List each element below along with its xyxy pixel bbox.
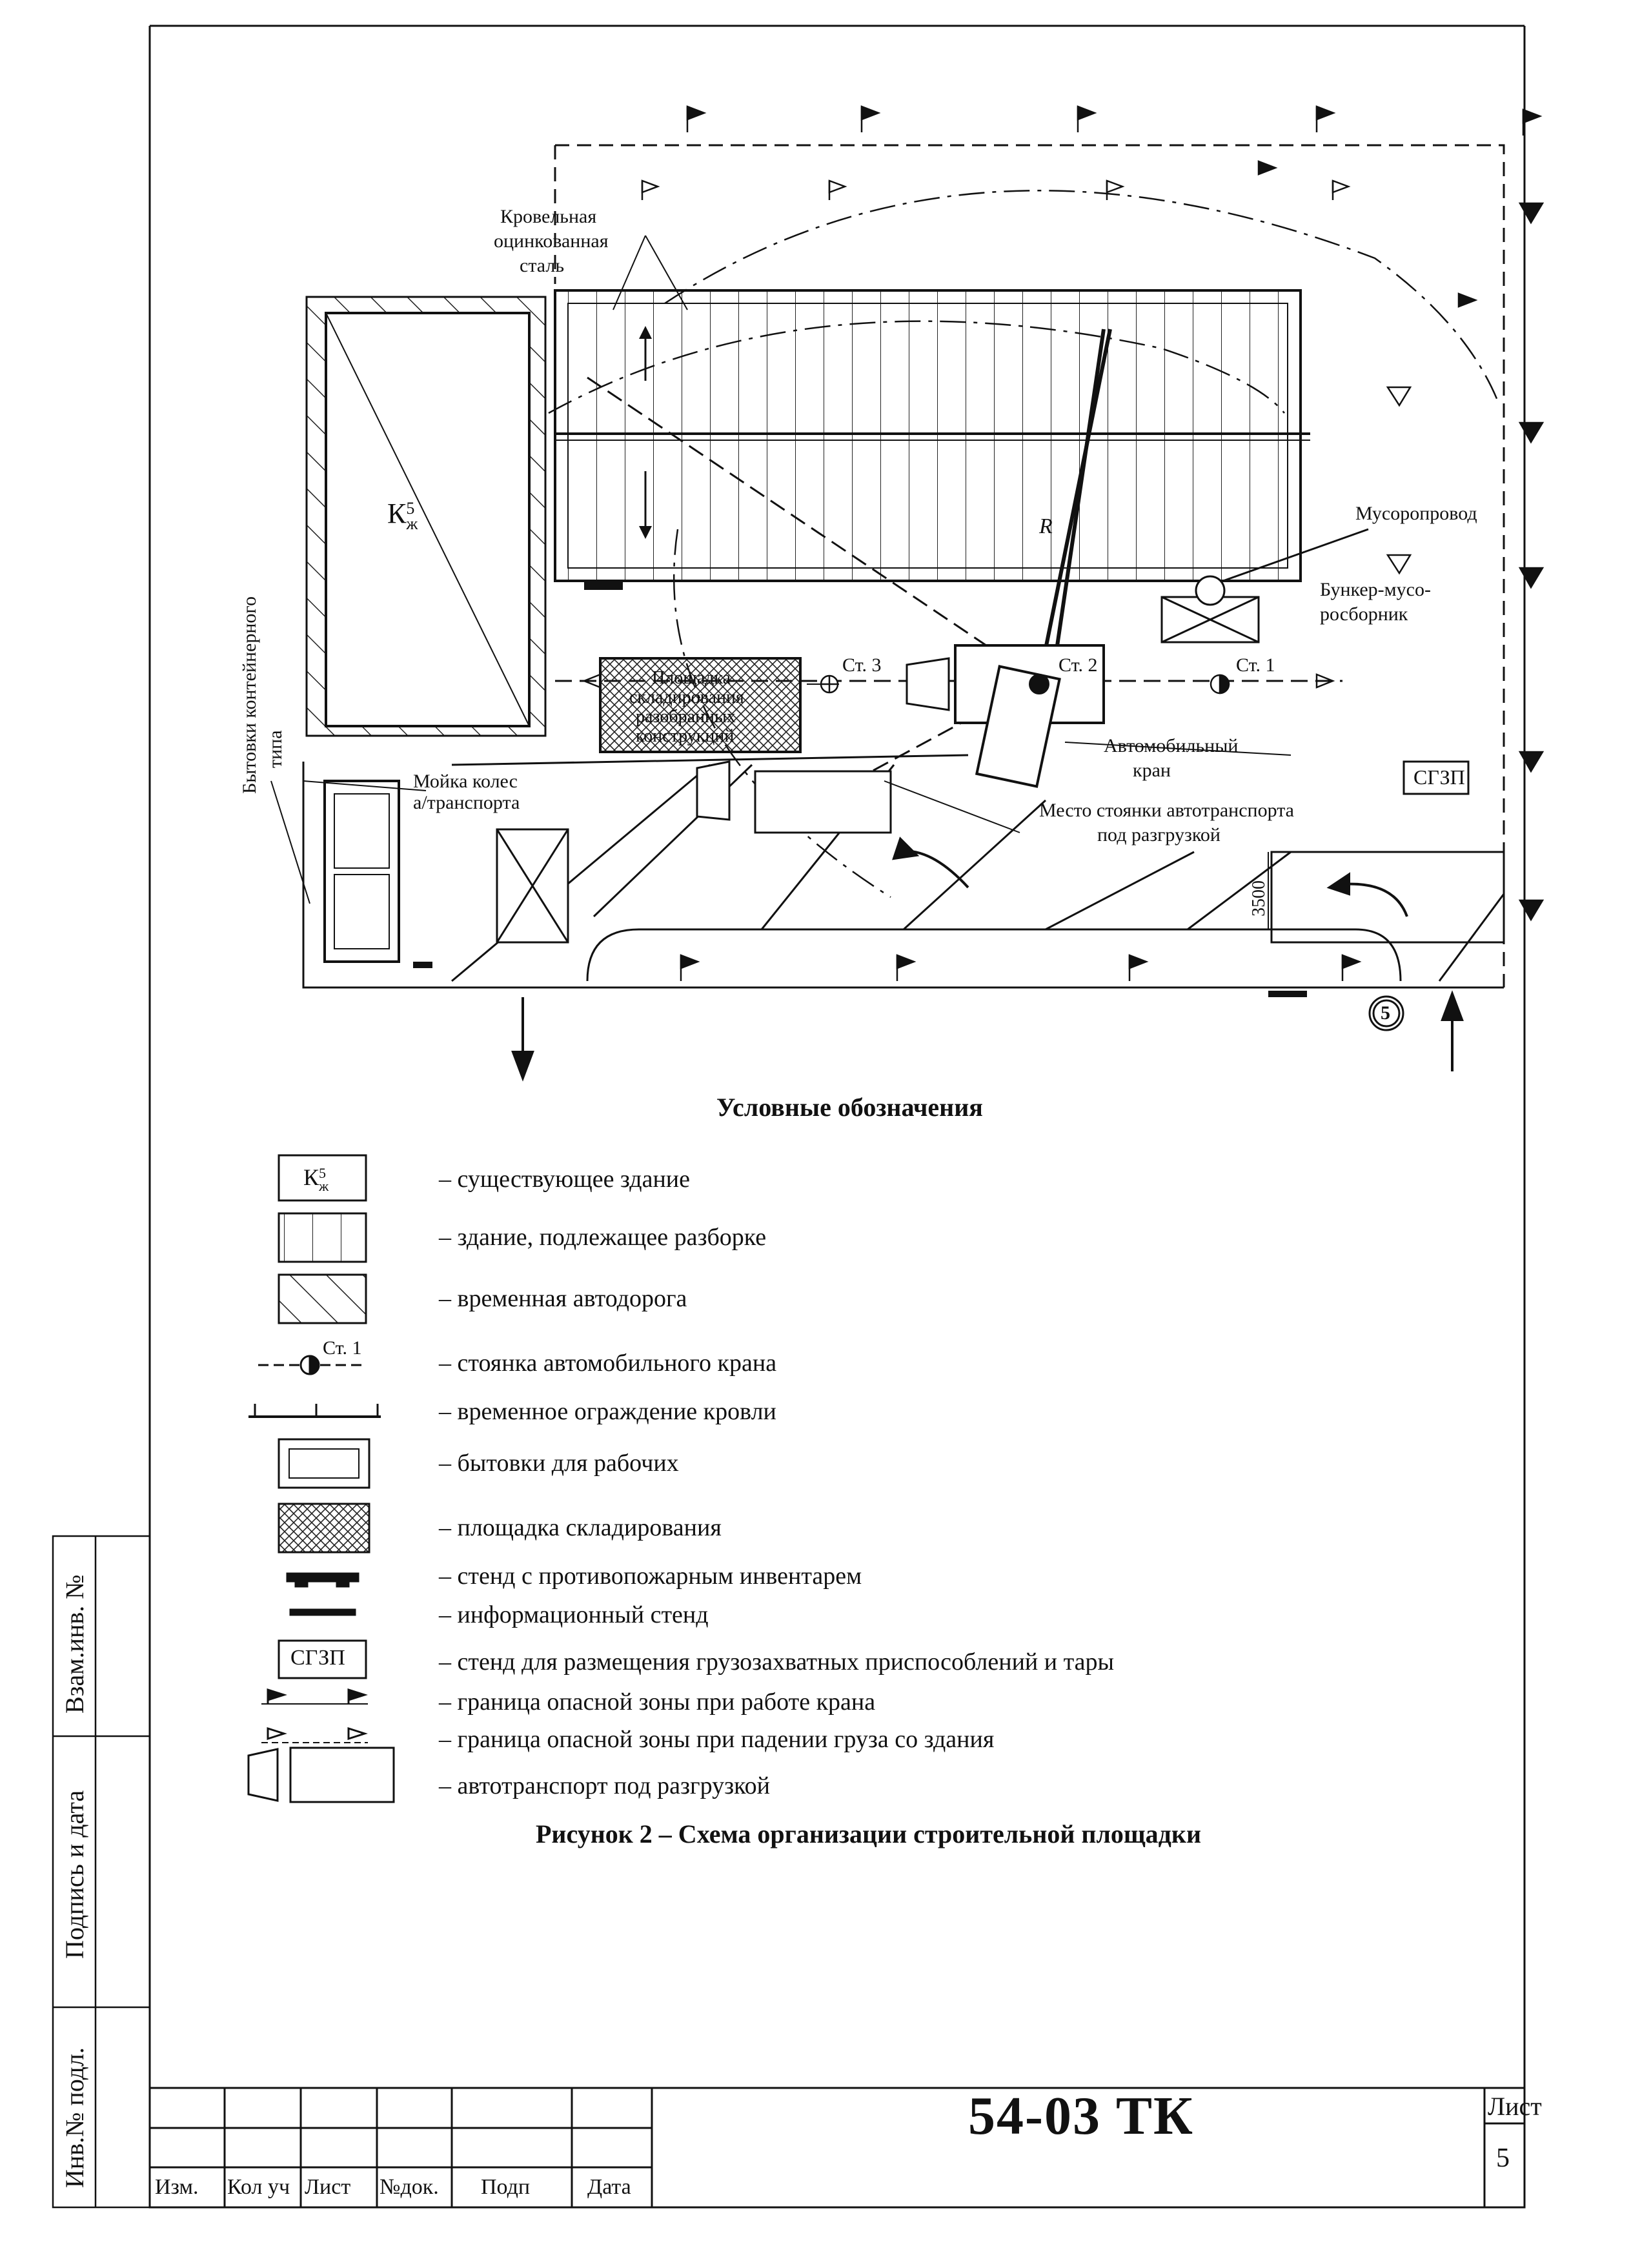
label-cabins-2: типа (265, 730, 286, 768)
existing-building-sup: 5 (406, 498, 415, 518)
legend-item-crane-station: – стоянка автомобильного крана (439, 1350, 777, 1377)
legend-item-temp-road: – временная автодорога (439, 1285, 687, 1312)
legend-title: Условные обозначения (716, 1093, 983, 1122)
tb-col-izm: Изм. (155, 2175, 199, 2199)
sgzp-box (1403, 760, 1470, 795)
existing-building-sub: ж (406, 514, 418, 533)
site-fence (302, 762, 1504, 989)
label-storage-3: разобранных (636, 707, 736, 727)
legend-symbols (247, 1154, 395, 1803)
label-crane-radius: R (1039, 514, 1053, 538)
label-parking-1: Место стоянки автотранспорта (1039, 800, 1294, 821)
label-station-2: Ст. 2 (1058, 654, 1098, 676)
label-marker-5: 5 (1381, 1002, 1390, 1024)
legend-item-truck: – автотранспорт под разгрузкой (439, 1772, 770, 1799)
temporary-road (451, 754, 1505, 982)
label-roof-steel-1: Кровельная (500, 206, 597, 227)
label-dimension-3500: 3500 (1249, 880, 1269, 916)
crane-body (954, 644, 1105, 788)
label-bunker-1: Бункер-мусо- (1320, 579, 1431, 600)
legend-item-info-stand: – информационный стенд (439, 1601, 709, 1628)
worker-cabins (323, 780, 400, 963)
parking-boxes (496, 760, 1505, 944)
label-trash-chute: Мусоропровод (1355, 503, 1477, 524)
legend-station-label: Ст. 1 (323, 1337, 362, 1359)
label-bunker-2: росборник (1320, 603, 1408, 625)
traffic-arrows (511, 836, 1464, 1082)
tb-col-podp: Подп (481, 2175, 531, 2199)
legend-item-fall-danger: – граница опасной зоны при падении груза… (439, 1726, 995, 1753)
side-vzam-inv: Взам.инв. № (60, 1574, 89, 1714)
legend-item-cabins: – бытовки для рабочих (439, 1450, 679, 1477)
legend-item-fire-stand: – стенд с противопожарным инвентарем (439, 1563, 862, 1590)
side-sign-date: Подпись и дата (60, 1790, 89, 1959)
legend-existing-sub: ж (319, 1177, 329, 1194)
fall-danger-flags (582, 179, 1412, 689)
legend-item-crane-danger: – граница опасной зоны при работе крана (439, 1688, 876, 1716)
sheet-label: Лист (1488, 2092, 1542, 2121)
fire-stands (413, 962, 1307, 997)
label-sgzp: СГЗП (1413, 765, 1465, 789)
bunker (1160, 528, 1369, 643)
tb-col-ndok: №док. (380, 2175, 439, 2199)
label-crane-1: Автомобильный (1104, 735, 1239, 756)
label-station-3: Ст. 3 (842, 654, 882, 676)
label-crane-2: кран (1133, 760, 1171, 781)
legend-existing-sup: 5 (319, 1164, 327, 1181)
label-cabins-1: Бытовки контейнерного (239, 596, 260, 794)
tb-col-data: Дата (587, 2175, 631, 2199)
label-storage-2: складирования (629, 687, 744, 707)
crane-boom (1037, 329, 1112, 682)
site-boundary (554, 144, 1505, 987)
existing-building (305, 296, 547, 737)
storage-area (599, 657, 802, 753)
tb-col-kol: Кол уч (227, 2175, 290, 2199)
tb-col-list: Лист (305, 2175, 351, 2199)
legend-sgzp-label: СГЗП (290, 1646, 345, 1670)
marker-5-circle (1368, 995, 1404, 1031)
label-storage-4: конструкций (636, 726, 734, 746)
legend-item-existing-building: – существующее здание (439, 1166, 690, 1193)
legend-existing-letter: К (303, 1164, 319, 1190)
figure-caption: Рисунок 2 – Схема организации строительн… (536, 1819, 1201, 1848)
label-station-1: Ст. 1 (1236, 654, 1275, 676)
legend-item-dismantle-building: – здание, подлежащее разборке (439, 1224, 767, 1251)
sheet-number: 5 (1496, 2143, 1510, 2173)
label-parking-2: под разгрузкой (1097, 824, 1221, 845)
truck-unloading (906, 657, 950, 711)
crane-danger-flags (680, 105, 1545, 981)
title-block-frame (148, 2087, 1526, 2209)
label-wheel-wash-1: Мойка колес (413, 771, 518, 792)
label-roof-steel-3: сталь (520, 255, 565, 276)
leader-lines (270, 235, 1291, 904)
side-inv-podl: Инв.№ подл. (60, 2047, 89, 2188)
label-roof-steel-2: оцинкованная (494, 230, 609, 252)
label-wheel-wash-2: а/транспорта (413, 792, 520, 813)
document-code: 54-03 ТК (968, 2086, 1194, 2146)
dismantle-building (554, 289, 1310, 590)
label-storage-1: Площадка (652, 668, 731, 688)
legend-item-storage: – площадка складирования (439, 1514, 722, 1541)
side-stamp-frame (52, 1535, 151, 2209)
legend-item-sgzp: – стенд для размещения грузозахватных пр… (439, 1648, 1115, 1676)
legend-item-roof-fence: – временное ограждение кровли (439, 1398, 776, 1425)
existing-building-letter: К (387, 498, 407, 529)
